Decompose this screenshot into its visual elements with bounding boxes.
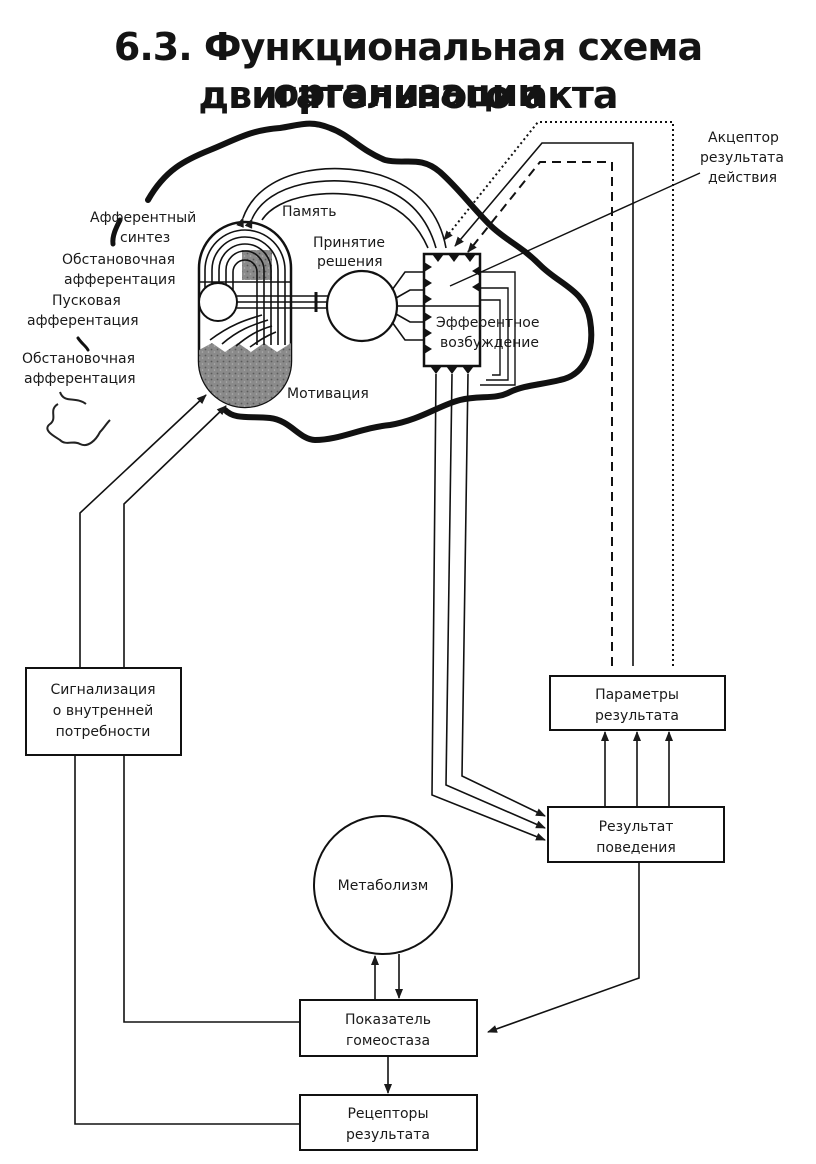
figure-title-line-2: двигательного акта — [198, 73, 618, 117]
trigger-afferentation-label-1: Пусковая — [52, 293, 121, 309]
afferent-synthesis-label-2: синтез — [120, 230, 170, 246]
reverse-afferentation-lines — [443, 121, 674, 666]
acceptor-label-2: результата — [700, 150, 784, 166]
result-parameters-line-2: результата — [595, 708, 679, 724]
acceptor-pointer-line — [449, 172, 701, 287]
decision-label-2: решения — [317, 254, 383, 270]
receptors-line-2: результата — [346, 1127, 430, 1143]
efferent-label-2: возбуждение — [440, 335, 539, 351]
memory-label: Память — [282, 204, 337, 220]
afferent-synthesis-label-1: Афферентный — [90, 210, 196, 226]
figure-title-line-1: 6.3. Функциональная схема организации — [113, 25, 703, 115]
brain-outline-left-fragment — [110, 217, 123, 247]
memory-arcs — [236, 167, 447, 249]
behavior-result-line-2: поведения — [596, 840, 676, 856]
metabolism-circle: Метаболизм — [313, 815, 453, 955]
decision-label-1: Принятие — [313, 235, 385, 251]
behavior-to-homeostasis-line — [487, 862, 640, 1033]
situational-afferentation-2-label-2: афферентация — [24, 371, 136, 387]
situational-afferentation-1-label-1: Обстановочная — [62, 252, 175, 268]
situational-afferentation-2-label-1: Обстановочная — [22, 351, 135, 367]
result-to-parameters-arrows — [601, 731, 673, 807]
need-signal-box: Сигнализация о внутренней потребности — [25, 667, 182, 756]
capsule-to-decision-lines — [237, 292, 328, 312]
receptors-line-1: Рецепторы — [347, 1106, 428, 1122]
efferent-collateral-lines — [480, 271, 516, 386]
trigger-afferentation-label-2: афферентация — [27, 313, 139, 329]
homeostasis-line-1: Показатель — [345, 1012, 431, 1028]
decision-to-acceptor-lines — [391, 271, 428, 341]
metabolism-label: Метаболизм — [338, 878, 429, 894]
need-signal-to-motivation-lines — [79, 394, 227, 668]
acceptor-label-3: действия — [708, 170, 777, 186]
need-signal-line-2: о внутренней — [53, 703, 153, 719]
result-parameters-line-1: Параметры — [595, 687, 679, 703]
brain-outline — [145, 120, 595, 443]
decision-circle — [325, 269, 399, 343]
afferent-synthesis-capsule — [197, 220, 293, 409]
result-parameters-box: Параметры результата — [549, 675, 726, 731]
situational-afferentation-1-label-2: афферентация — [64, 272, 176, 288]
efferent-label-1: Эфферентное — [436, 315, 539, 331]
efferent-output-lines — [431, 373, 546, 841]
behavior-result-line-1: Результат — [599, 819, 674, 835]
homeostasis-line-2: гомеостаза — [346, 1033, 430, 1049]
result-receptors-box: Рецепторы результата — [299, 1094, 478, 1151]
need-signal-bottom-lines — [74, 755, 300, 1125]
behavior-result-box: Результат поведения — [547, 806, 725, 863]
need-signal-line-1: Сигнализация — [50, 682, 155, 698]
squiggle-decoration — [46, 391, 111, 446]
brain-outline-left-fragment — [76, 336, 90, 352]
acceptor-efferent-block — [422, 252, 482, 374]
motivation-label: Мотивация — [287, 386, 369, 402]
need-signal-line-3: потребности — [56, 724, 151, 740]
acceptor-label-1: Акцептор — [708, 130, 779, 146]
homeostasis-indicator-box: Показатель гомеостаза — [299, 999, 478, 1057]
metabolism-homeostasis-arrows — [371, 954, 403, 1000]
